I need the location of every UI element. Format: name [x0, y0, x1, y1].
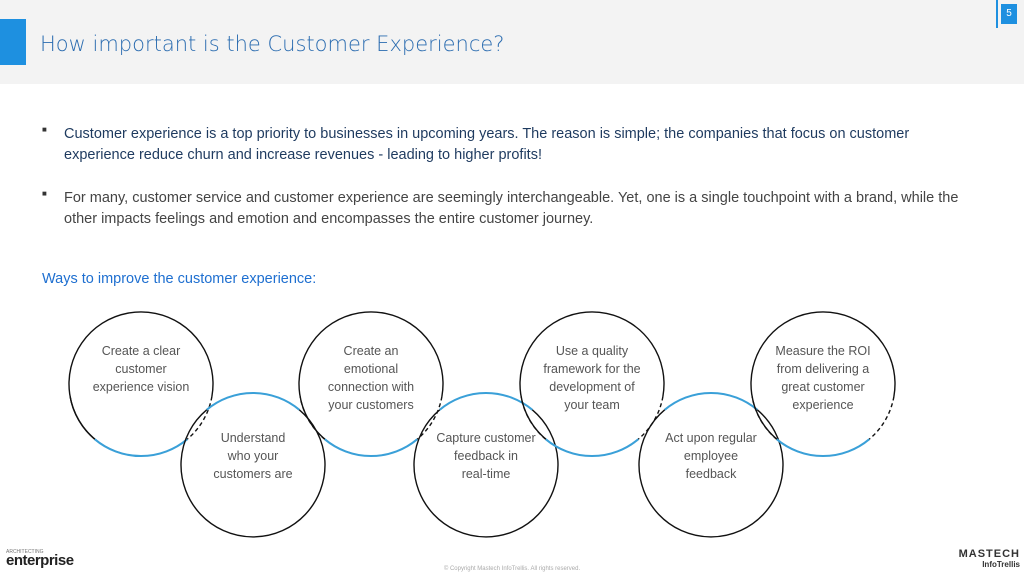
ways-heading: Ways to improve the customer experience: [42, 271, 317, 287]
logo-mastech: MASTECH [958, 548, 1020, 560]
circle-outline [69, 396, 96, 440]
circle-outline [638, 409, 784, 538]
enterprise-logo: ARCHITECTING enterprise [6, 549, 86, 571]
bullet-square-icon: ■ [42, 189, 47, 198]
bullet-text: For many, customer service and customer … [64, 190, 959, 227]
circle-outline [299, 396, 326, 440]
mastech-logo: MASTECH InfoTrellis [950, 548, 1022, 572]
bullet-square-icon: ■ [42, 125, 47, 134]
logo-infotrellis: InfoTrellis [982, 560, 1020, 569]
circle-outline [186, 396, 213, 440]
circle-outline [520, 396, 547, 440]
logo-wordmark: enterprise [6, 552, 74, 569]
circle-outline [413, 409, 559, 538]
circle-outline [94, 438, 188, 457]
circle-outline [750, 311, 896, 455]
circle-outline [519, 311, 665, 455]
logo-tagline: ARCHITECTING [6, 549, 44, 555]
title-accent-bar [0, 19, 26, 65]
circle-outline [751, 396, 778, 440]
circle-outline [324, 438, 418, 457]
circle-outline [637, 396, 664, 440]
circle-outline [439, 392, 533, 411]
process-diagram-svg [68, 311, 896, 538]
circle-outline [206, 392, 300, 411]
page-number-divider [996, 0, 998, 28]
circle-outline [664, 392, 758, 411]
page-title: How important is the Customer Experience… [40, 32, 505, 56]
bullet-text: Customer experience is a top priority to… [64, 126, 910, 163]
page-number: 5 [1001, 4, 1017, 24]
circle-outline [776, 438, 870, 457]
header-band [0, 0, 1024, 84]
circle-outline [545, 438, 639, 457]
circle-outline [868, 396, 895, 440]
copyright-text: © Copyright Mastech InfoTrellis. All rig… [443, 566, 581, 572]
circle-outline [298, 311, 444, 455]
circle-outline [180, 409, 326, 538]
page-number-badge: 5 [996, 0, 1020, 28]
